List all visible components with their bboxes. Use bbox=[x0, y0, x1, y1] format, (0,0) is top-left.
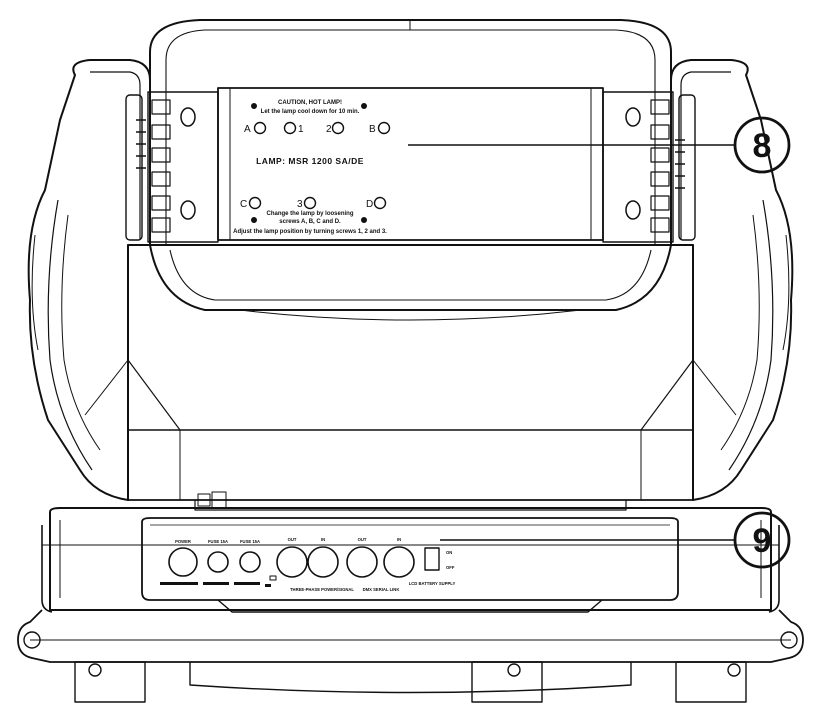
connector-panel bbox=[141, 517, 679, 613]
plate-screws bbox=[248, 121, 391, 210]
panel-three-phase-label: THREE-PHASE POWER/SIGNAL bbox=[290, 587, 354, 592]
plate-dots bbox=[251, 103, 367, 223]
plate-lamp-text: LAMP: MSR 1200 SA/DE bbox=[256, 156, 364, 166]
plate-change-line1: Change the lamp by loosening bbox=[266, 211, 353, 217]
yoke-right-arm bbox=[640, 59, 794, 501]
panel-battery-label: LCD BATTERY SUPPLY bbox=[409, 581, 456, 586]
panel-dmx-label: DMX SERIAL LINK bbox=[363, 587, 400, 592]
panel-power-label: POWER bbox=[175, 539, 191, 544]
plate-caution-text: CAUTION, HOT LAMP! bbox=[278, 100, 342, 106]
plate-adjust-text: Adjust the lamp position by turning scre… bbox=[233, 229, 387, 235]
callout-8 bbox=[408, 116, 791, 174]
plate-change-line2: screws A, B, C and D. bbox=[279, 219, 341, 225]
panel-in2-label: IN bbox=[397, 537, 401, 542]
right-latch-strip bbox=[602, 91, 674, 243]
callout-9 bbox=[440, 511, 791, 569]
yoke-body bbox=[127, 244, 694, 511]
screw-label-c: C bbox=[240, 199, 247, 210]
screw-label-1: 1 bbox=[298, 124, 304, 135]
panel-on-label: ON bbox=[446, 550, 452, 555]
screw-label-2: 2 bbox=[326, 124, 332, 135]
callout-8-number: 8 bbox=[753, 127, 772, 165]
left-latch-strip bbox=[147, 91, 219, 243]
fixture-base bbox=[17, 507, 804, 703]
panel-fuse1-label: FUSE 15A bbox=[208, 539, 228, 544]
panel-in1-label: IN bbox=[321, 537, 325, 542]
fixture-head bbox=[149, 19, 672, 321]
panel-label-bars bbox=[160, 582, 271, 587]
lamp-plate bbox=[217, 87, 604, 241]
yoke-left-arm bbox=[27, 59, 181, 501]
head-side-handles bbox=[125, 94, 696, 241]
plate-cooldown-text: Let the lamp cool down for 10 min. bbox=[261, 109, 360, 115]
screw-label-3: 3 bbox=[297, 199, 303, 210]
panel-off-label: OFF bbox=[446, 565, 455, 570]
callout-9-number: 9 bbox=[753, 522, 772, 560]
panel-out2-label: OUT bbox=[358, 537, 367, 542]
screw-label-a: A bbox=[244, 124, 251, 135]
panel-out1-label: OUT bbox=[288, 537, 297, 542]
screw-label-b: B bbox=[369, 124, 376, 135]
screw-label-d: D bbox=[366, 199, 373, 210]
panel-fuse2-label: FUSE 15A bbox=[240, 539, 260, 544]
